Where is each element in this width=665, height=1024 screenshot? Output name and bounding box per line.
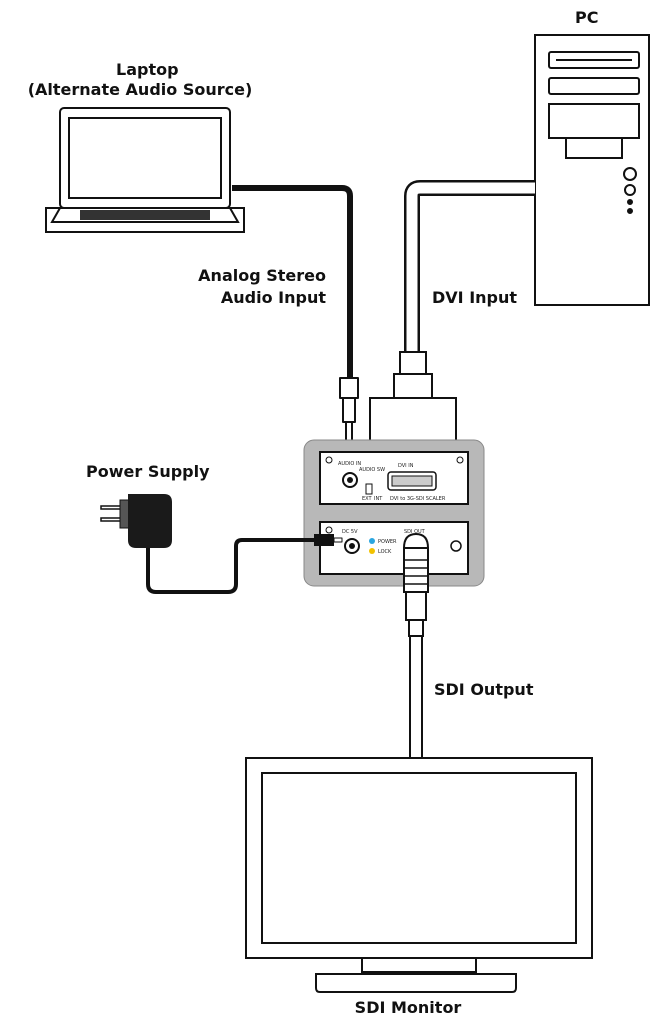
power-cable xyxy=(146,534,343,594)
analog-audio-label: Analog Stereo xyxy=(198,266,326,285)
dvi-input-label: DVI Input xyxy=(432,288,518,307)
monitor-icon xyxy=(245,757,593,993)
audio-cable xyxy=(232,185,359,453)
audio-sw-label: AUDIO SW xyxy=(359,467,385,473)
sdi-monitor-label: SDI Monitor xyxy=(354,998,462,1017)
laptop-sublabel: (Alternate Audio Source) xyxy=(27,80,253,99)
sdi-cable xyxy=(402,532,430,759)
analog-audio-sublabel: Audio Input xyxy=(220,288,326,307)
pc-label: PC xyxy=(575,8,599,27)
power-adapter-icon xyxy=(100,494,172,548)
dvi-cable xyxy=(369,180,535,455)
power-led-icon xyxy=(369,538,375,544)
laptop-icon xyxy=(45,107,245,233)
lock-led-icon xyxy=(369,548,375,554)
power-supply-label: Power Supply xyxy=(86,462,210,481)
int-label: INT xyxy=(374,496,383,502)
lock-label: LOCK xyxy=(378,549,392,555)
dvi-in-port-label: DVI IN xyxy=(398,463,414,469)
pc-tower-icon xyxy=(534,34,650,306)
model-label: DVI to 3G-SDI SCALER xyxy=(390,496,446,502)
audio-in-port-label: AUDIO IN xyxy=(338,461,361,467)
converter-device: AUDIO IN AUDIO SW EXT INT DVI IN DVI to … xyxy=(303,439,485,587)
ext-label: EXT xyxy=(362,496,372,502)
sdi-output-label: SDI Output xyxy=(434,680,534,699)
dc-label: DC 5V xyxy=(342,529,358,535)
sdi-out-port-label: SDI OUT xyxy=(404,529,426,535)
laptop-label: Laptop xyxy=(116,60,179,79)
power-label: POWER xyxy=(378,539,397,545)
